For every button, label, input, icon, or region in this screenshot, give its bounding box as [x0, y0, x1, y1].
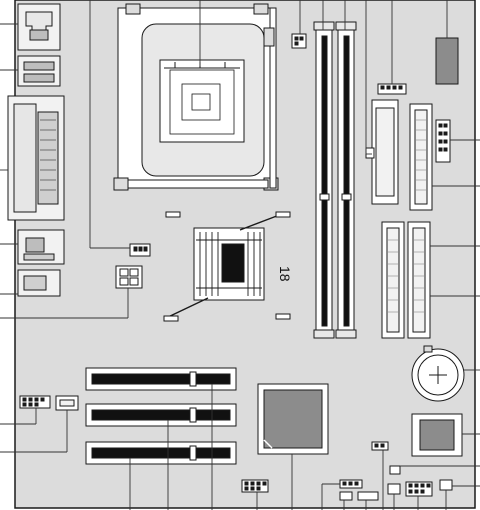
bottom-small-header-d: [439, 479, 453, 491]
figure-label: 18: [277, 266, 293, 282]
dimm-slot-1: [313, 21, 335, 339]
pci-slot-3: [85, 441, 237, 465]
parallel-serial-ports: [7, 95, 65, 221]
ir-header: [377, 83, 407, 95]
clear-cmos-jumper: [371, 441, 389, 451]
super-io-chip: [411, 413, 463, 457]
floppy-connector: [409, 103, 433, 211]
ide-connector-primary: [407, 221, 431, 339]
bottom-small-header-a: [339, 491, 353, 501]
ide-connector-secondary: [381, 221, 405, 339]
cpu-socket-lever: [263, 7, 277, 189]
northbridge-heatsink: [163, 211, 291, 322]
front-panel-header: [405, 481, 433, 497]
bios-chip: [435, 37, 459, 85]
cmos-battery: [411, 345, 465, 402]
front-audio-header: [19, 395, 51, 409]
atx-power-connector: [365, 99, 399, 205]
lan-usb-ports: [17, 229, 65, 265]
bottom-small-header-b: [357, 491, 379, 501]
wol-header: [435, 119, 451, 163]
atx-12v-connector: [115, 265, 143, 289]
pci-slot-2: [85, 403, 237, 427]
cpu-fan-header: [291, 33, 307, 49]
system-fan-header: [129, 243, 151, 257]
cd-in-header: [55, 395, 79, 411]
southbridge-chip: [257, 383, 329, 455]
usb-header-1: [241, 479, 269, 493]
ps2-ports: [17, 3, 61, 51]
pci-slot-1: [85, 367, 237, 391]
usb-ports-top: [17, 55, 61, 87]
dimm-slot-2: [335, 21, 357, 339]
cpu-socket-retention: [113, 3, 279, 191]
audio-ports: [17, 269, 61, 297]
usb-header-2: [339, 479, 363, 489]
